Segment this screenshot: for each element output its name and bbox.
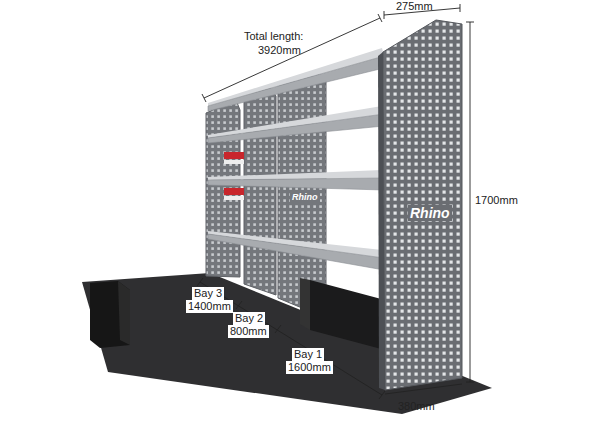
wheel-arch bbox=[90, 281, 130, 348]
brand-logo: Rhino bbox=[408, 205, 452, 221]
dimension-label: 380mm bbox=[398, 400, 435, 413]
dimension-label: 800mm bbox=[228, 325, 269, 338]
brand-logo: Rhino bbox=[290, 192, 320, 202]
dimension-label: 1700mm bbox=[475, 194, 518, 207]
dimension-label: Bay 3 bbox=[192, 287, 224, 300]
storage-box bbox=[310, 280, 385, 350]
dimension-label: 1400mm bbox=[186, 300, 233, 313]
dimension-label: Bay 1 bbox=[292, 348, 324, 361]
dimension-label: 275mm bbox=[396, 0, 433, 13]
dimension-lines bbox=[197, 4, 474, 399]
dimension-label: 3920mm bbox=[258, 44, 301, 57]
dimension-label: Total length: bbox=[244, 30, 303, 43]
dimension-label: Bay 2 bbox=[233, 312, 265, 325]
dimension-label: 1600mm bbox=[286, 361, 333, 374]
end-panel-front bbox=[383, 20, 462, 390]
shelves bbox=[208, 48, 384, 270]
divider-panel bbox=[244, 88, 276, 295]
